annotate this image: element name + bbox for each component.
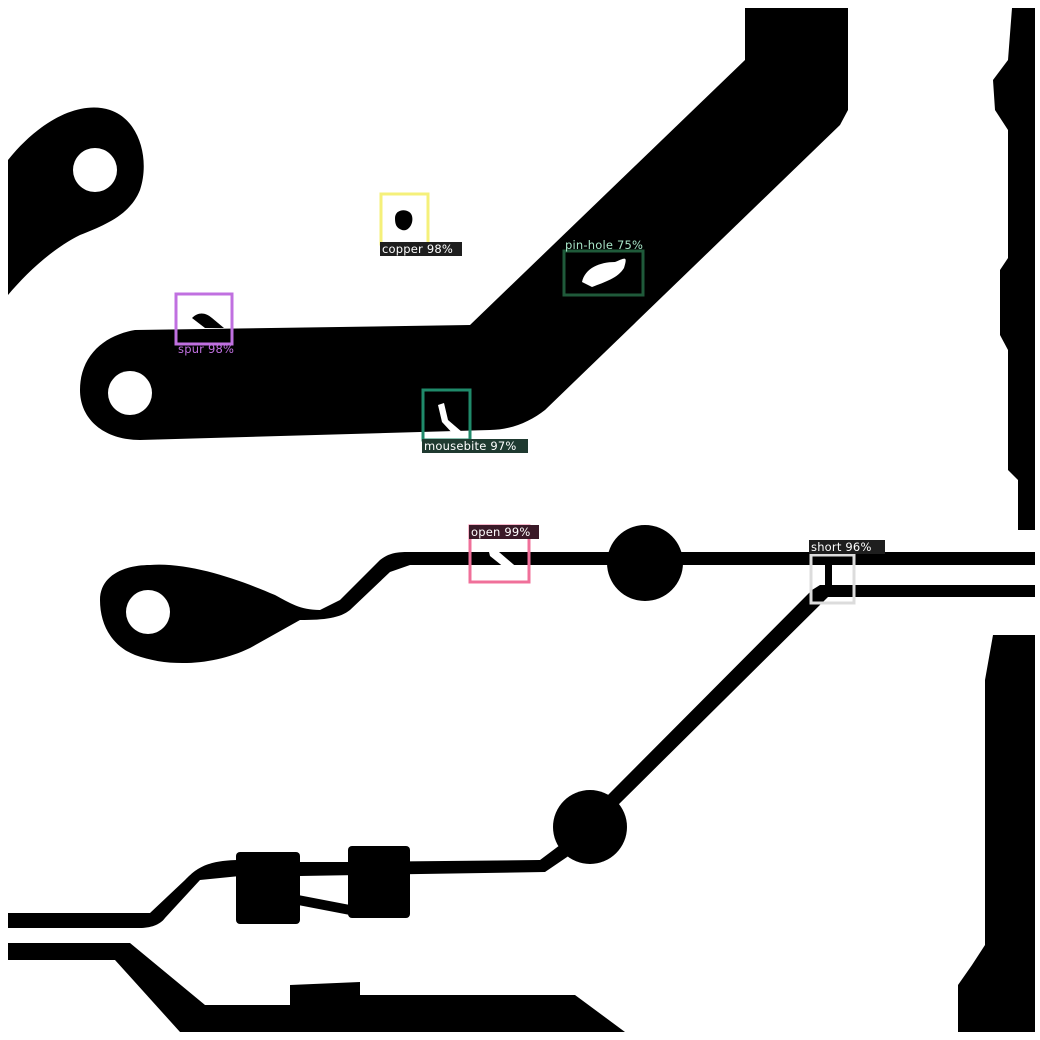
spur-protrusion	[192, 313, 224, 328]
spur-label: spur 98%	[178, 342, 234, 356]
lower-via	[553, 790, 627, 864]
open-label: open 99%	[471, 525, 531, 539]
pin-hole-void	[582, 258, 626, 287]
pin-hole-label: pin-hole 75%	[565, 238, 643, 252]
pin-hole-box	[562, 249, 645, 297]
component-pad-left	[236, 852, 300, 924]
mousebite-label: mousebite 97%	[424, 439, 517, 453]
copper-blob	[395, 210, 413, 231]
copper-label: copper 98%	[382, 242, 453, 256]
short-label: short 96%	[811, 540, 872, 554]
spur-box	[174, 292, 234, 346]
lower-trace	[8, 845, 570, 928]
mousebite-notch	[438, 403, 462, 436]
branch-trace	[603, 585, 1035, 808]
right-strip-bottom	[958, 635, 1035, 1032]
component-pad-right	[348, 846, 410, 918]
top-left-pad	[8, 107, 144, 295]
drill-holes	[73, 148, 170, 634]
open-gap	[488, 546, 525, 580]
drill-hole	[126, 590, 170, 634]
mousebite-label-bg	[422, 439, 528, 453]
short-label-bg	[809, 540, 885, 554]
bottom-trace	[8, 943, 625, 1032]
copper-label-bg	[380, 242, 462, 256]
middle-via	[607, 525, 683, 601]
open-label-bg	[469, 525, 539, 539]
short-bridge	[825, 563, 832, 589]
copper-traces	[8, 8, 1035, 1032]
drill-hole	[108, 371, 152, 415]
component-bridge	[298, 895, 350, 915]
detection-labels: copper 98% pin-hole 75% spur 98% mousebi…	[178, 238, 885, 554]
defect-shapes	[192, 210, 626, 580]
main-diagonal-trace	[80, 8, 848, 440]
drill-hole	[73, 148, 117, 192]
short-box	[809, 553, 856, 605]
middle-pad	[100, 552, 1035, 664]
right-strip-top	[993, 8, 1035, 530]
